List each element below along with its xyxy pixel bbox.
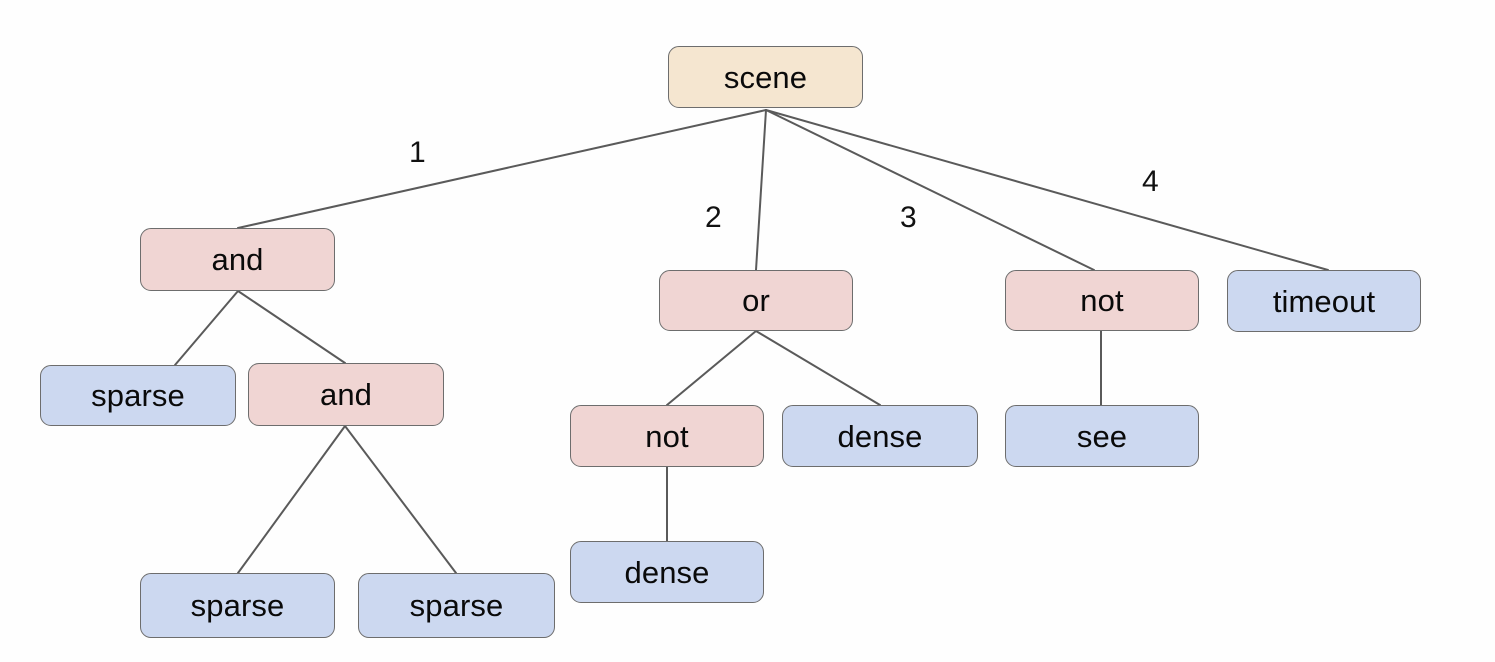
tree-node-label: not [1080,283,1124,318]
tree-node-or1[interactable]: or [659,270,853,331]
tree-node-and2[interactable]: and [248,363,444,426]
tree-node-label: sparse [91,378,185,413]
tree-node-label: not [645,418,689,454]
edge-label-1: 1 [409,136,426,169]
tree-edge [765,109,1095,271]
tree-node-dense1[interactable]: dense [782,405,978,467]
tree-edge [755,109,767,271]
tree-node-see[interactable]: see [1005,405,1199,467]
tree-node-scene[interactable]: scene [668,46,863,108]
tree-node-sparse1[interactable]: sparse [40,365,236,426]
tree-node-not2[interactable]: not [570,405,764,467]
tree-node-dense2[interactable]: dense [570,541,764,603]
tree-edge [237,109,767,229]
tree-edge [174,290,239,366]
tree-edge [765,109,1329,271]
tree-node-sparse2[interactable]: sparse [140,573,335,638]
tree-node-label: dense [837,418,923,454]
tree-node-label: or [742,283,770,318]
tree-node-label: see [1076,418,1128,454]
tree-node-and1[interactable]: and [140,228,335,291]
tree-node-label: dense [624,554,710,590]
edge-label-2: 2 [705,201,722,234]
tree-edge [237,425,346,574]
tree-node-label: and [319,377,373,412]
tree-node-label: timeout [1272,283,1376,319]
tree-node-label: sparse [190,588,285,623]
tree-node-timeout[interactable]: timeout [1227,270,1421,332]
tree-node-sparse3[interactable]: sparse [358,573,555,638]
tree-node-not3[interactable]: not [1005,270,1199,331]
edge-label-4: 4 [1142,165,1159,198]
tree-edge [666,330,757,406]
tree-node-label: sparse [409,588,504,623]
tree-node-label: and [211,242,264,277]
tree-node-label: scene [723,59,808,95]
tree-edge [755,330,881,406]
edge-label-3: 3 [900,201,917,234]
tree-edge [344,425,457,574]
tree-edge [237,290,346,364]
